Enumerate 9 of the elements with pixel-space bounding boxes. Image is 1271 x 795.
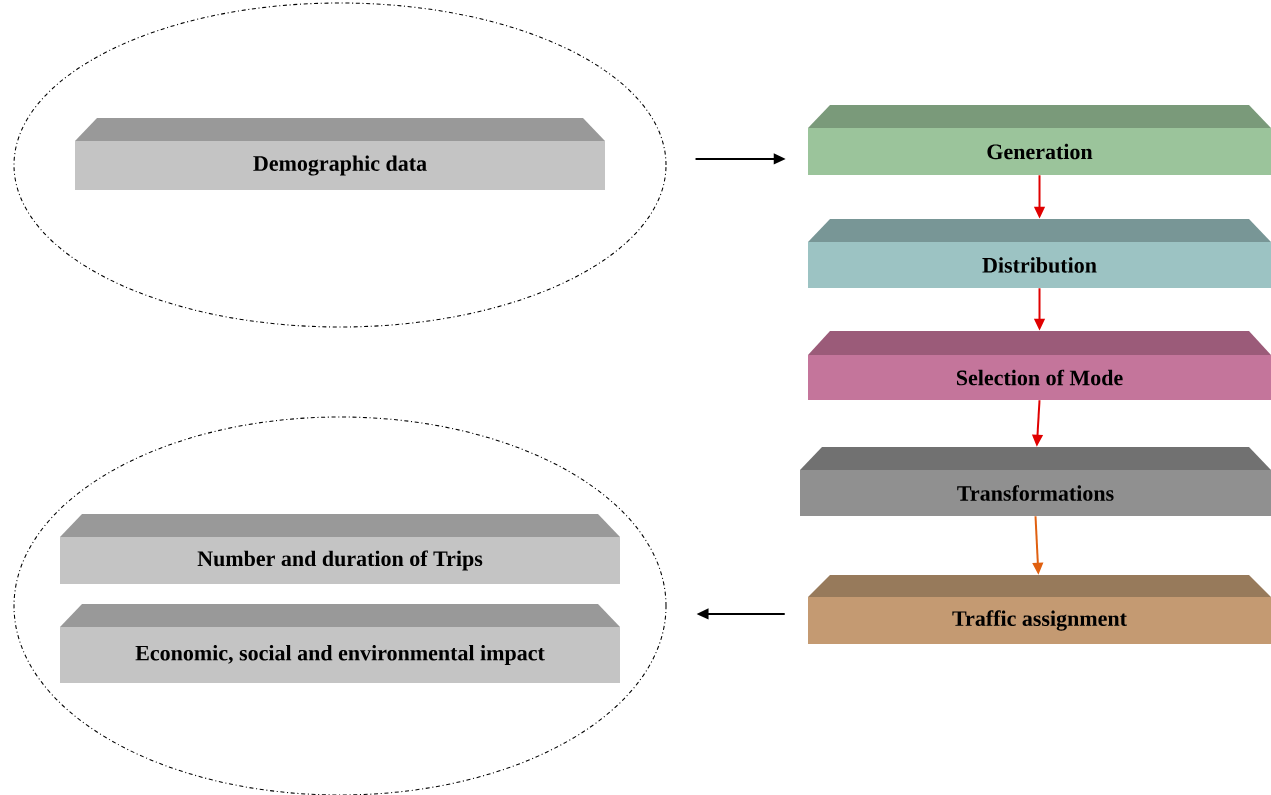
slab-box: Distribution: [808, 219, 1271, 288]
slab-box: Traffic assignment: [808, 575, 1271, 644]
slab-box: Number and duration of Trips: [60, 514, 620, 584]
slab-box: Demographic data: [75, 118, 605, 190]
dashed-ellipse: [13, 2, 667, 328]
slab-box: Selection of Mode: [808, 331, 1271, 400]
slab-box: Generation: [808, 105, 1271, 175]
slab-box: Transformations: [800, 447, 1271, 516]
slab-box: Economic, social and environmental impact: [60, 604, 620, 683]
